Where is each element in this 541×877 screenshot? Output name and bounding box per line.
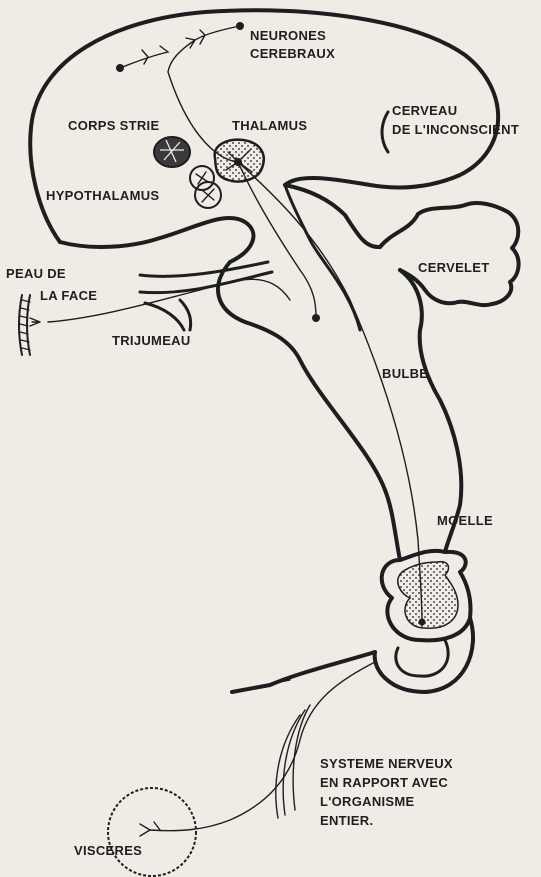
label-neurones-2: CEREBRAUX xyxy=(250,46,335,61)
label-systeme-3: L'ORGANISME xyxy=(320,794,415,809)
label-cerveau-1: CERVEAU xyxy=(392,103,457,118)
label-trijumeau: TRIJUMEAU xyxy=(112,333,191,348)
label-systeme-1: SYSTEME NERVEUX xyxy=(320,756,453,771)
spinal-cord-section xyxy=(232,551,473,692)
label-thalamus: THALAMUS xyxy=(232,118,307,133)
label-neurones-1: NEURONES xyxy=(250,28,326,43)
label-bulbe: BULBE xyxy=(382,366,428,381)
label-hypothalamus: HYPOTHALAMUS xyxy=(46,188,159,203)
visceres-icon xyxy=(108,788,196,876)
label-moelle: MOELLE xyxy=(437,513,493,528)
skin-of-face-icon xyxy=(19,295,30,355)
label-peau-2: LA FACE xyxy=(40,288,97,303)
label-visceres: VISCERES xyxy=(74,843,142,858)
label-systeme-2: EN RAPPORT AVEC xyxy=(320,775,448,790)
label-cerveau-2: DE L'INCONSCIENT xyxy=(392,122,519,137)
label-peau-1: PEAU DE xyxy=(6,266,66,281)
label-systeme-4: ENTIER. xyxy=(320,813,373,828)
neuron-fibers xyxy=(116,22,426,626)
label-corps-strie: CORPS STRIE xyxy=(68,118,159,133)
label-cervelet: CERVELET xyxy=(418,260,490,275)
corps-strie-icon xyxy=(154,137,190,167)
